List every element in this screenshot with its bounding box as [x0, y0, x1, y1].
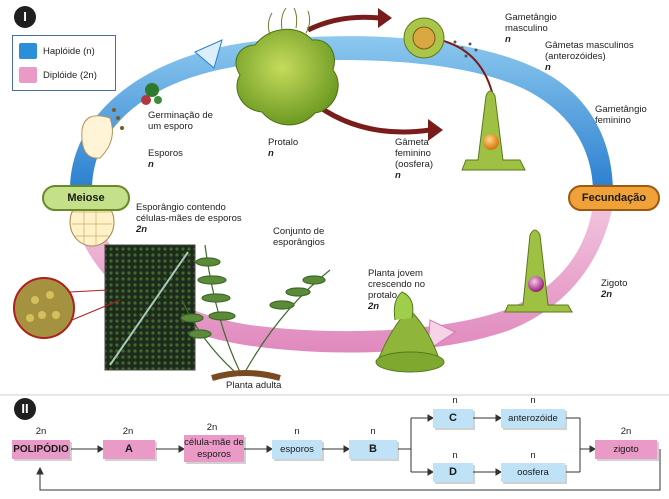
flow-oosphere: oosfera — [501, 463, 565, 482]
rhizome-drawing — [211, 370, 281, 381]
zygote-ploidy: 2n — [601, 289, 613, 300]
female-gametangium-label: Gametângio feminino — [595, 104, 647, 126]
released-spores — [112, 108, 124, 130]
adult-plant-label: Planta adulta — [226, 380, 282, 391]
flow-polipodio: POLIPÓDIO — [12, 440, 70, 459]
prothallus-blob — [235, 28, 339, 126]
zygote-archegonium-drawing — [504, 229, 573, 313]
gametangium-link-arrow — [439, 39, 493, 93]
sori-magnifier — [13, 277, 75, 339]
male-gamete-arrowhead — [378, 8, 392, 28]
sori-dots — [26, 291, 60, 322]
sporangium-cells — [72, 199, 112, 246]
young-plant-text: Planta jovem crescendo no protalo — [368, 268, 426, 301]
zygote-drawing — [528, 276, 544, 292]
flow-D-ploidy: n — [452, 450, 458, 461]
female-gamete-text: Gâmeta feminino (oosfera) — [395, 137, 434, 170]
male-gametangium-ploidy: n — [505, 34, 511, 45]
male-gametangium-label: Gametângio masculino n — [505, 12, 600, 45]
young-plant-label: Planta jovem crescendo no protalo 2n — [368, 268, 438, 312]
flow-box-A: A — [103, 440, 155, 459]
female-gamete-arrowhead — [428, 119, 443, 141]
flow-connectors — [36, 414, 661, 491]
oosphere-drawing — [483, 134, 499, 150]
young-plant-drawing — [375, 291, 445, 373]
germinating-spore-drawing — [141, 83, 162, 105]
flow-box-D: D — [433, 463, 473, 482]
spores-label: Esporos n — [148, 148, 183, 170]
legend-haploid-label: Haplóide (n) — [43, 45, 95, 57]
sporangia-cluster-label: Conjunto de esporângios — [273, 226, 325, 248]
flow-zygote-ploidy: 2n — [620, 426, 632, 437]
open-sporangium-drawing — [81, 115, 113, 159]
adult-fern-drawing — [180, 244, 331, 373]
flow-mother-cell-ploidy: 2n — [206, 422, 218, 433]
rhizoids — [267, 7, 311, 36]
flow-box-C: C — [433, 409, 473, 428]
legend-haploid: Haplóide (n) — [19, 42, 95, 60]
male-gametangium-core — [412, 26, 436, 50]
ploidy-legend: Haplóide (n) Diplóide (2n) — [12, 35, 116, 91]
flow-anterozoid: anterozóide — [501, 409, 565, 428]
flow-zygote: zigoto — [595, 440, 657, 459]
sporangium-ploidy: 2n — [136, 224, 148, 235]
cycle-arrow-top — [194, 39, 223, 69]
flow-mother-cell: célula-mãe de esporos — [184, 435, 244, 462]
anterozoid-dots — [453, 40, 478, 58]
sporangium-label: Esporângio contendo células-mães de espo… — [136, 202, 256, 235]
prothallus-label: Protalo n — [268, 137, 298, 159]
zygote-text: Zigoto — [601, 278, 628, 289]
legend-diploid-label: Diplóide (2n) — [43, 69, 97, 81]
flow-A-ploidy: 2n — [122, 426, 134, 437]
spores-ploidy: n — [148, 159, 154, 170]
female-gamete-ploidy: n — [395, 170, 401, 181]
male-gamete-arrow — [306, 14, 381, 33]
panel-two-badge: II — [14, 398, 36, 420]
flow-box-B: B — [349, 440, 397, 459]
sporangium-text: Esporângio contendo células-mães de espo… — [136, 202, 242, 224]
frond-photo-rachis — [109, 251, 189, 366]
legend-diploid: Diplóide (2n) — [19, 66, 97, 84]
zoom-line-1 — [69, 289, 109, 293]
fertilization-pill: Fecundação — [568, 185, 660, 211]
flow-oosphere-ploidy: n — [530, 450, 536, 461]
male-gametangium-text: Gametângio masculino — [505, 12, 557, 34]
flow-B-ploidy: n — [370, 426, 376, 437]
male-gametes-label: Gâmetas masculinos (anterozóides) n — [545, 40, 640, 73]
meiosis-pill: Meiose — [42, 185, 130, 211]
zygote-label: Zigoto 2n — [601, 278, 627, 300]
spores-text: Esporos — [148, 148, 183, 159]
flow-polipodio-ploidy: 2n — [35, 426, 47, 437]
flow-spores: esporos — [272, 440, 322, 459]
male-gametes-text: Gâmetas masculinos (anterozóides) — [545, 40, 634, 62]
diploid-swatch — [19, 67, 37, 83]
haploid-swatch — [19, 43, 37, 59]
prothallus-text: Protalo — [268, 137, 299, 148]
young-plant-ploidy: 2n — [368, 301, 380, 312]
flow-C-ploidy: n — [452, 395, 458, 406]
zoom-line-2 — [71, 299, 121, 321]
female-gametangium-drawing — [461, 90, 526, 171]
male-gametes-ploidy: n — [545, 62, 551, 73]
prothallus-ploidy: n — [268, 148, 274, 159]
germination-label: Germinação de um esporo — [148, 110, 213, 132]
female-gamete-label: Gâmeta feminino (oosfera) n — [395, 137, 457, 181]
flow-anterozoid-ploidy: n — [530, 395, 536, 406]
flow-spores-ploidy: n — [294, 426, 300, 437]
panel-one-badge: I — [14, 6, 36, 28]
